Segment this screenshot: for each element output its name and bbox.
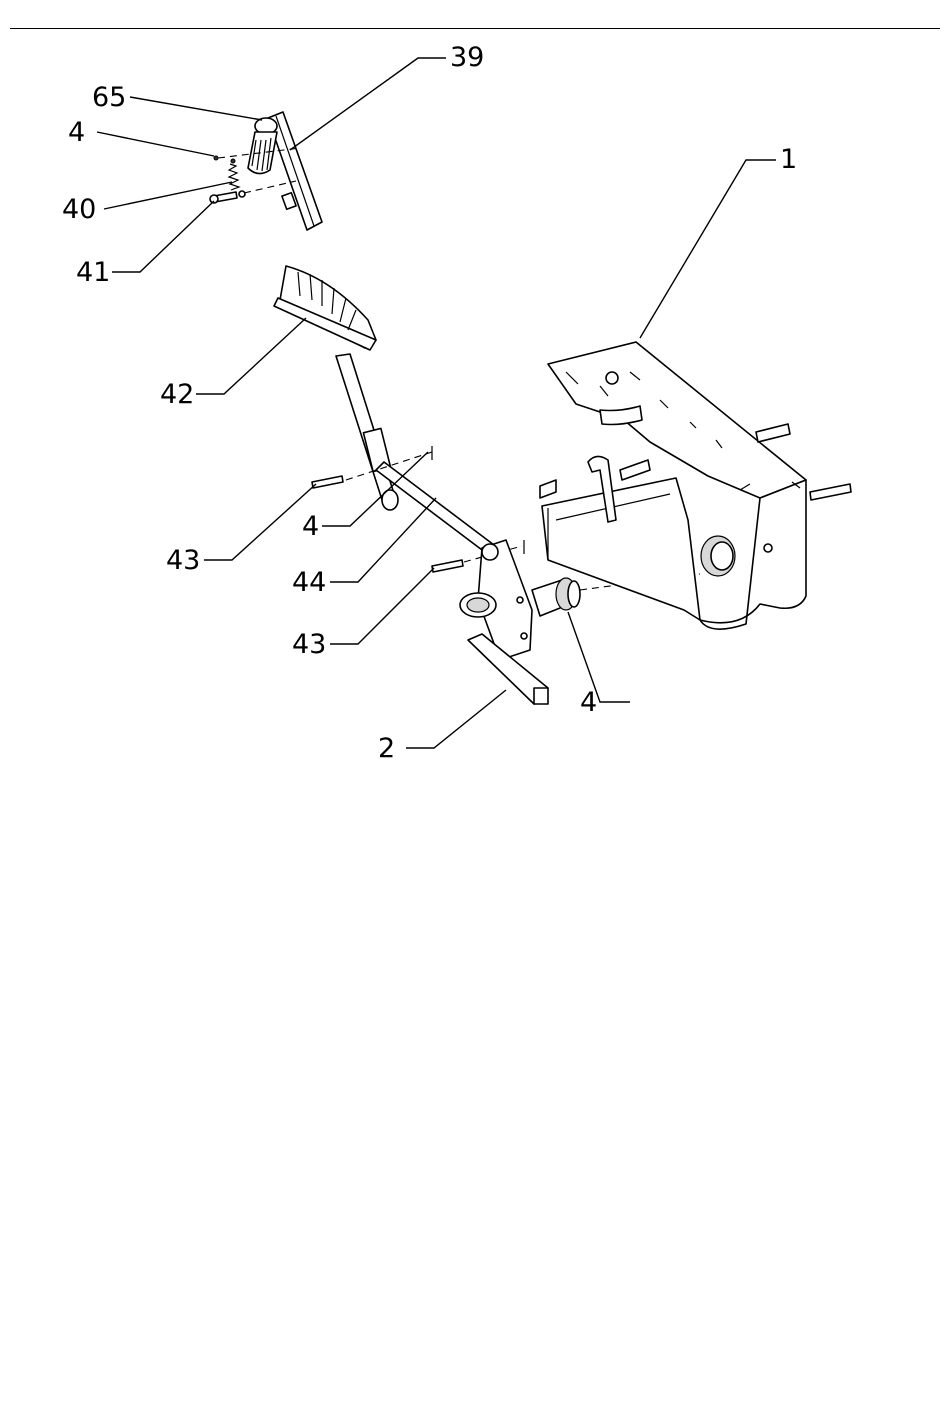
small-pin (214, 156, 218, 160)
callout-4-top: 4 (68, 117, 85, 148)
callout-2: 2 (378, 733, 395, 764)
quadrant-plate-part (274, 266, 376, 350)
shaft-part (532, 578, 580, 616)
callout-39: 39 (450, 42, 484, 73)
pin-part (432, 560, 463, 572)
callout-1: 1 (780, 144, 797, 175)
exploded-parts-diagram: 39 65 4 40 41 1 42 43 4 44 43 4 2 (0, 0, 950, 800)
bolt-part (210, 191, 245, 203)
callout-44: 44 (292, 567, 326, 598)
callout-43-upper: 43 (166, 545, 200, 576)
lever-arm-part (336, 354, 398, 510)
callout-42: 42 (160, 379, 194, 410)
callout-41: 41 (76, 257, 110, 288)
callout-4-mid: 4 (302, 511, 319, 542)
axis-line (244, 181, 296, 193)
pin-part (312, 476, 343, 488)
spring-part (229, 159, 239, 190)
callout-4-lower: 4 (580, 687, 597, 718)
grip-part (248, 118, 277, 174)
callout-43-lower: 43 (292, 629, 326, 660)
main-frame-part (540, 342, 851, 629)
callout-40: 40 (62, 194, 96, 225)
callout-65: 65 (92, 82, 126, 113)
